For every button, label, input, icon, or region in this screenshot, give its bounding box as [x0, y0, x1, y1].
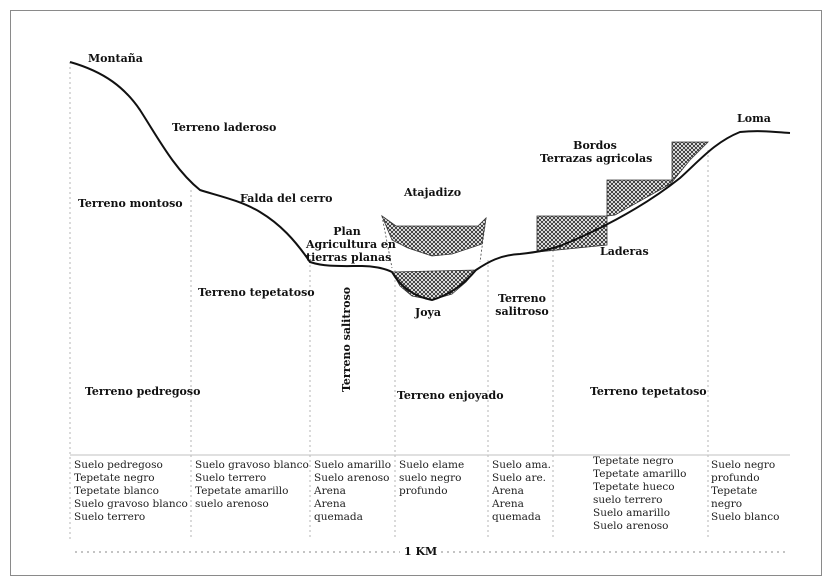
- terrain-profile: [69, 61, 791, 302]
- soil-column-6: Tepetate negro Tepetate amarillo Tepetat…: [593, 455, 687, 532]
- label-terreno-laderoso: Terreno laderoso: [172, 121, 277, 134]
- label-joya: Joya: [415, 306, 442, 319]
- scale-label: 1 KM: [400, 545, 442, 558]
- label-terreno-salitroso: Terreno salitroso: [495, 292, 549, 318]
- label-montana: Montaña: [88, 52, 143, 65]
- joya-basin: [391, 269, 477, 301]
- soil-column-5: Suelo ama. Suelo are. Arena Arena quemad…: [492, 459, 552, 523]
- label-atajadizo: Atajadizo: [404, 186, 462, 199]
- label-falda-del-cerro: Falda del cerro: [240, 192, 333, 205]
- soil-column-1: Suelo pedregoso Tepetate negro Tepetate …: [74, 459, 188, 523]
- label-terreno-tepetatoso-left: Terreno tepetatoso: [198, 286, 315, 299]
- soil-column-2: Suelo gravoso blanco Suelo terrero Tepet…: [195, 459, 309, 510]
- atajadizo-basin: [381, 214, 487, 257]
- label-terreno-enjoyado: Terreno enjoyado: [397, 389, 504, 402]
- label-terreno-pedregoso: Terreno pedregoso: [85, 385, 201, 398]
- label-terreno-tepetatoso-right: Terreno tepetatoso: [590, 385, 707, 398]
- label-plan: Plan Agricultura en tierras planas: [306, 225, 396, 264]
- soil-column-7: Suelo negro profundo Tepetate negro Suel…: [711, 459, 780, 523]
- terraces: [536, 141, 709, 253]
- soil-column-3: Suelo amarillo Suelo arenoso Arena Arena…: [314, 459, 392, 523]
- label-laderas: Laderas: [600, 245, 649, 258]
- label-terreno-montoso: Terreno montoso: [78, 197, 183, 210]
- soil-column-4: Suelo elame suelo negro profundo: [399, 459, 465, 497]
- label-loma: Loma: [737, 112, 771, 125]
- column-dividers: [69, 62, 709, 540]
- label-terreno-salitroso-vertical: Terreno salitroso: [340, 286, 353, 392]
- label-bordos: Bordos Terrazas agricolas: [540, 139, 653, 165]
